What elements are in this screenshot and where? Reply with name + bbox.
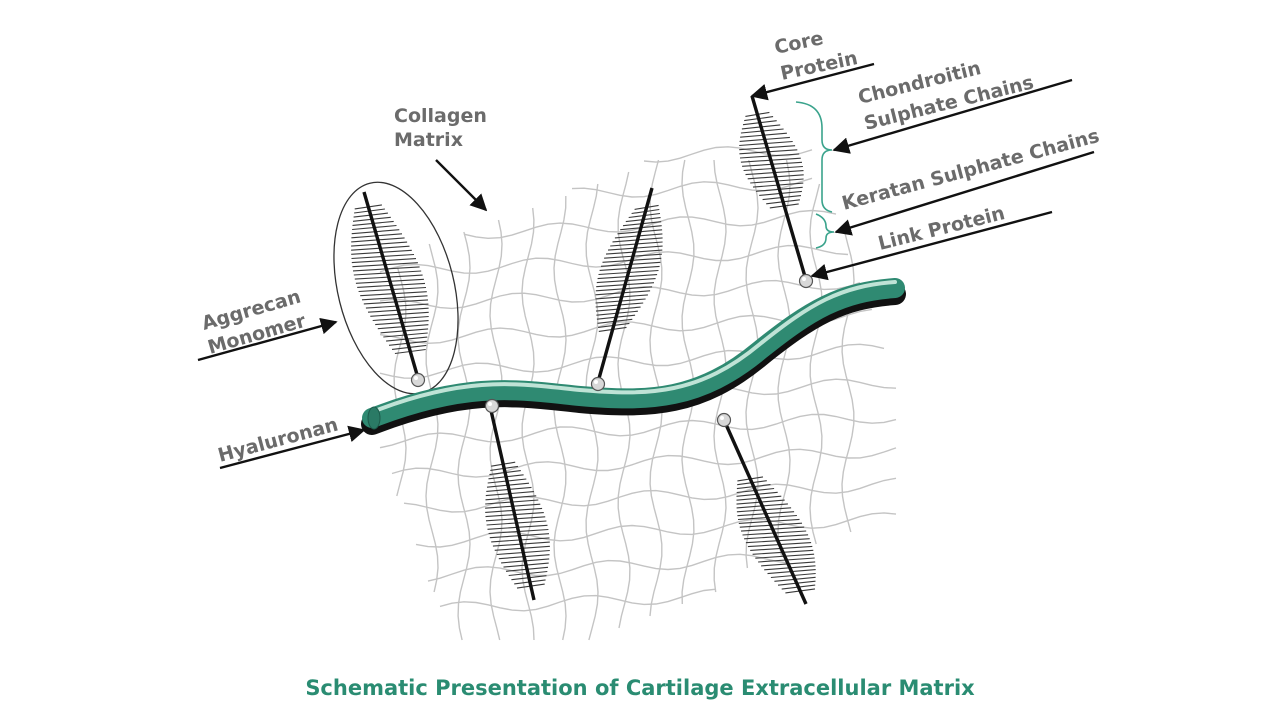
collagen-fiber xyxy=(841,231,855,533)
collagen-fiber xyxy=(403,477,897,513)
arrow-aggrecan xyxy=(197,317,338,362)
collagen-fiber xyxy=(379,279,861,310)
arrow-hyaluronan xyxy=(219,425,366,470)
collagen-fiber xyxy=(391,447,897,478)
core-protein xyxy=(722,419,808,605)
arrow-chondroitin xyxy=(832,78,1073,154)
link-protein-knob xyxy=(716,412,732,428)
arrow-collagen xyxy=(435,159,488,212)
collagen-fiber xyxy=(425,243,439,593)
aggrecan-monomers xyxy=(351,95,816,605)
label-keratan: Keratan Sulphate Chains xyxy=(840,125,1102,215)
pointer-arrows xyxy=(197,62,1095,470)
arrow-core-protein xyxy=(750,62,875,101)
collagen-fiber xyxy=(427,553,789,582)
aggrecan-monomer xyxy=(722,419,816,605)
core-protein xyxy=(488,405,536,601)
link-protein-knob-highlight xyxy=(802,277,806,281)
link-protein-knob-highlight xyxy=(594,380,598,384)
collagen-fiber xyxy=(553,195,567,641)
link-protein-knob xyxy=(798,273,814,289)
collagen-fiber xyxy=(379,413,897,449)
aggrecan-monomer-outline xyxy=(333,181,459,395)
figure-caption: Schematic Presentation of Cartilage Extr… xyxy=(305,676,975,700)
aggrecan-monomer xyxy=(485,405,550,601)
collagen-fiber xyxy=(489,219,503,641)
collagen-fiber xyxy=(439,588,717,612)
hyaluronan-strand xyxy=(361,278,906,435)
collagen-fiber xyxy=(457,231,471,641)
aggrecan-monomer xyxy=(739,95,808,281)
chondroitin-brace xyxy=(795,101,833,213)
aggrecan-monomer xyxy=(351,191,429,379)
label-collagen-1: Collagen xyxy=(394,105,487,127)
link-protein-knob-highlight xyxy=(720,416,724,420)
collagen-fiber xyxy=(521,207,535,641)
collagen-fiber xyxy=(379,343,885,379)
label-collagen-2: Matrix xyxy=(394,129,463,151)
aggrecan-monomer xyxy=(595,187,663,383)
collagen-fiber xyxy=(379,244,849,274)
link-protein-knob xyxy=(590,376,606,392)
arrow-keratan xyxy=(834,150,1095,236)
link-protein-knob-highlight xyxy=(414,376,418,380)
keratan-brace xyxy=(815,213,835,249)
core-protein xyxy=(362,191,420,379)
collagen-fiber xyxy=(463,209,837,240)
link-protein-knob xyxy=(484,398,500,414)
collagen-fiber xyxy=(809,183,823,545)
core-protein xyxy=(750,95,808,281)
arrow-link-protein xyxy=(810,210,1053,281)
core-protein xyxy=(596,187,654,383)
link-protein-knobs xyxy=(410,273,814,428)
collagen-matrix-mesh xyxy=(379,146,897,641)
collagen-fiber xyxy=(777,159,791,557)
link-protein-knob xyxy=(410,372,426,388)
collagen-fiber xyxy=(415,512,897,548)
link-protein-knob-highlight xyxy=(488,402,492,406)
